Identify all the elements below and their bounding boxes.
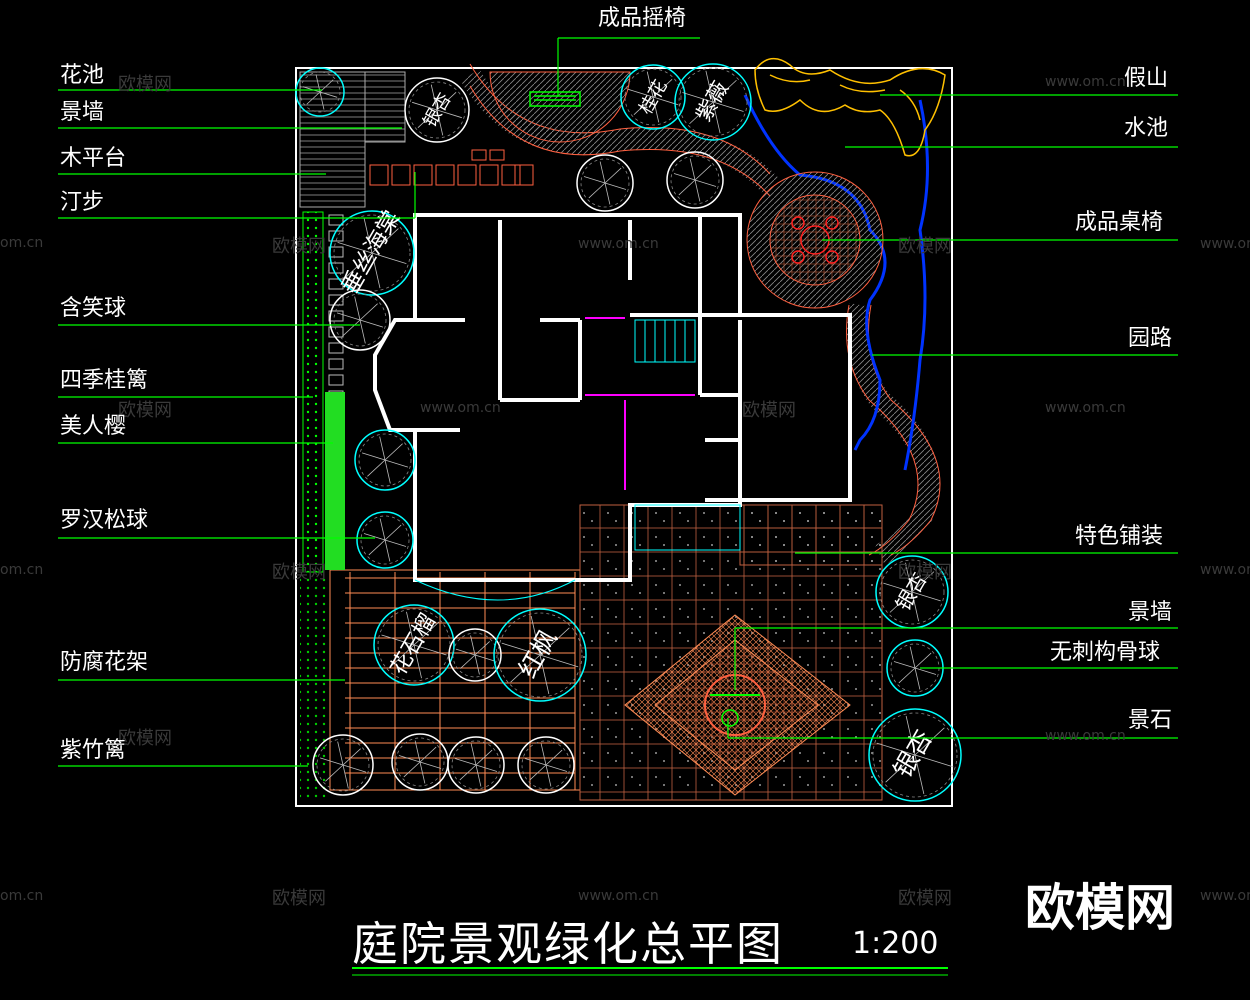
shrub-ball	[356, 511, 414, 569]
watermark: www.om.cn	[1045, 400, 1126, 416]
tree: 银杏	[868, 708, 962, 802]
label-bamboo-hedge: 紫竹篱	[60, 738, 127, 763]
watermark: www.om.cn	[578, 888, 659, 904]
shrub-ball	[448, 628, 502, 682]
shrub-ball	[517, 736, 575, 794]
watermark: 欧模网	[118, 74, 172, 95]
watermark: om.cn	[0, 235, 44, 251]
stairs	[634, 319, 741, 551]
watermark: om.cn	[0, 562, 44, 578]
garden-path	[460, 69, 779, 193]
watermark: 欧模网	[118, 400, 172, 421]
watermark: www.om.cn	[1200, 562, 1250, 578]
watermark: 欧模网	[272, 562, 326, 583]
bamboo-hedge	[300, 575, 328, 800]
watermark: 欧模网	[898, 888, 952, 909]
label-stepping-stones: 汀步	[60, 190, 105, 215]
site-boundary	[295, 67, 953, 807]
watermark: www.om.cn	[420, 400, 501, 416]
landscape-stone	[721, 709, 739, 727]
label-rocking-chair: 成品摇椅	[598, 6, 687, 31]
tree-species-label: 紫薇	[691, 77, 733, 125]
shrub-ball	[666, 151, 724, 209]
tree: 花石榴	[373, 604, 455, 686]
watermark: 欧模网	[742, 400, 796, 421]
house-footprint	[373, 213, 852, 582]
watermark: 欧模网	[898, 236, 952, 257]
pond-edge	[743, 94, 929, 471]
osmanthus-hedge	[302, 211, 324, 573]
pergola	[329, 569, 581, 791]
tree-species-label: 银杏	[888, 725, 938, 783]
rocking-chair	[529, 91, 581, 107]
label-pond: 水池	[1124, 116, 1169, 141]
watermark: www.om.cn	[1200, 236, 1250, 252]
rockery	[754, 57, 946, 157]
watermark: om.cn	[0, 888, 44, 904]
drawing-scale: 1:200	[852, 926, 939, 961]
wood-deck	[299, 71, 366, 208]
tree-species-label: 红枫	[513, 625, 563, 683]
shrub-ball	[295, 67, 345, 117]
label-landscape-wall: 景墙	[60, 100, 105, 125]
shrub-ball	[354, 429, 416, 491]
beauty-cherry-bed	[325, 392, 345, 570]
label-osmanthus-hedge: 四季桂篱	[60, 368, 149, 393]
watermark: www.om.cn	[1045, 74, 1126, 90]
shrub-ball	[312, 734, 374, 796]
shrub-ball	[447, 736, 505, 794]
watermark: 欧模网	[118, 728, 172, 749]
watermark: www.om.cn	[578, 236, 659, 252]
label-pergola: 防腐花架	[60, 650, 149, 675]
label-michelia-ball: 含笑球	[60, 296, 127, 321]
watermark: www.om.cn	[1200, 888, 1250, 904]
drawing-title: 庭院景观绿化总平图	[352, 917, 784, 971]
label-holly-ball: 无刺构骨球	[1050, 640, 1161, 665]
label-wood-deck: 木平台	[60, 146, 127, 171]
watermark: 欧模网	[272, 888, 326, 909]
watermark: 欧模网	[898, 562, 952, 583]
tree-species-label: 花石榴	[386, 610, 441, 680]
label-rockery: 假山	[1124, 66, 1169, 91]
tree: 紫薇	[674, 63, 752, 141]
shrub-ball	[576, 154, 634, 212]
watermark: www.om.cn	[1045, 728, 1126, 744]
tree-species-label: 桂花	[635, 76, 671, 118]
label-flower-pool: 花池	[60, 63, 105, 88]
tree-species-label: 银杏	[419, 89, 455, 131]
tree: 银杏	[404, 77, 470, 143]
shrub-ball	[329, 289, 391, 351]
label-podocarpus-ball: 罗汉松球	[60, 508, 149, 533]
brand-logo: 欧模网	[1025, 879, 1175, 937]
label-garden-path: 园路	[1128, 326, 1173, 351]
label-feature-paving: 特色铺装	[1075, 524, 1164, 549]
watermark: 欧模网	[272, 236, 326, 257]
label-beauty-cherry: 美人樱	[60, 414, 127, 439]
leader-lines	[58, 37, 1178, 767]
label-landscape-wall-2: 景墙	[1128, 600, 1173, 625]
label-table-chairs: 成品桌椅	[1075, 210, 1164, 235]
label-landscape-stone: 景石	[1128, 708, 1173, 733]
flower-pool-bricks	[369, 149, 534, 186]
